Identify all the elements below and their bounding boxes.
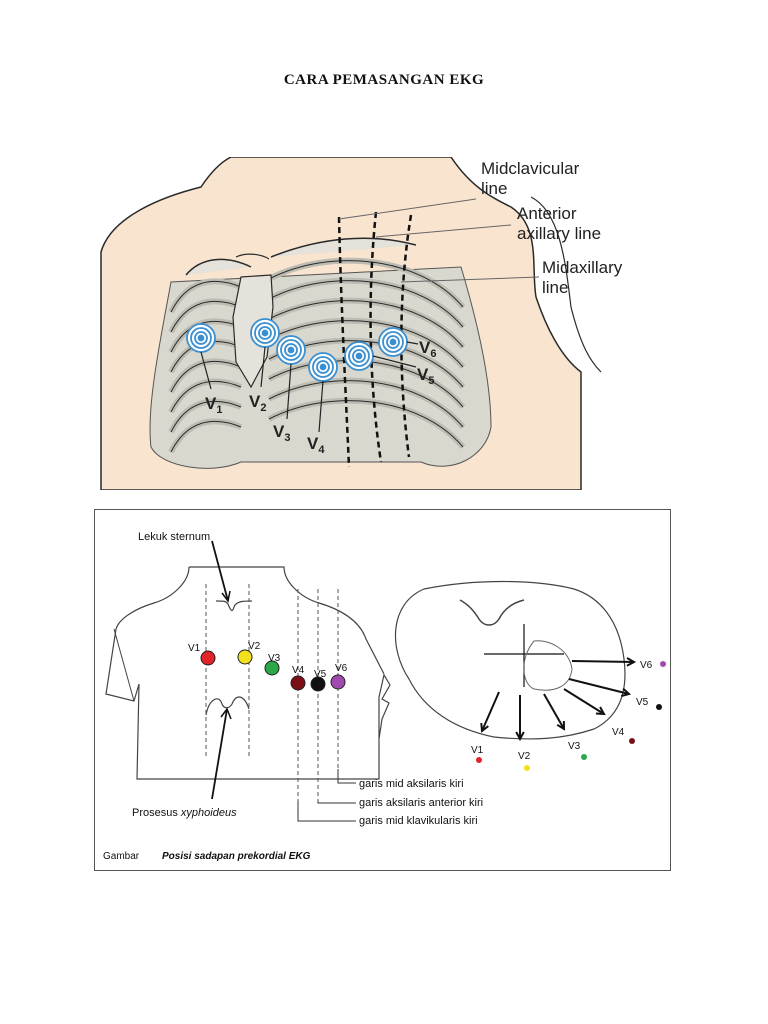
lead-position-figure: V1 V2 V3 V4 V5 V6 V1 V2 V3 V4 V5 V6 Leku…	[94, 509, 671, 871]
rib-left-outline	[170, 400, 242, 433]
xs-lead-label-v4: V4	[612, 727, 625, 738]
radial-arrowhead	[621, 687, 632, 697]
torso-lead-label-v2: V2	[248, 641, 261, 652]
clavicle-left	[185, 258, 252, 276]
lead-label-v4: V4	[307, 434, 325, 456]
xiphoid-label: Prosesus xyphoideus	[132, 807, 237, 819]
electrode-pointer	[200, 351, 212, 390]
rib-right-outline	[268, 300, 464, 348]
lead-label-v3: V3	[273, 422, 290, 444]
torso-lead-label-v1: V1	[188, 643, 201, 654]
radial-arrowhead	[556, 720, 566, 731]
anterior-axillary-label-2: axillary line	[517, 224, 601, 243]
lead-label-v6: V6	[419, 338, 436, 360]
page-title: CARA PEMASANGAN EKG	[283, 72, 485, 88]
lead-label-v1: V1	[205, 394, 222, 416]
midclavicular-label-1: Midclavicular	[481, 159, 580, 178]
radial-arrow-v4	[563, 688, 605, 715]
xs-lead-dot-v1	[476, 757, 482, 763]
rib-right-outline	[268, 360, 464, 408]
xs-lead-dot-v2	[524, 765, 530, 771]
radial-arrow-v5	[568, 678, 630, 695]
electrode-v5	[344, 341, 374, 371]
midclavicular-line-dashed	[337, 216, 351, 468]
midaxillary-label-2: line	[542, 278, 568, 297]
torso-lead-dot-v5	[310, 676, 326, 692]
electrode-v6	[378, 327, 408, 357]
rib-left-outline	[170, 300, 242, 333]
rib-right-outline	[268, 280, 464, 328]
radial-arrow-v3	[543, 693, 565, 730]
chest-anatomy-figure: Midclavicular line Anterior axillary lin…	[91, 157, 671, 490]
radial-arrow-v6	[571, 660, 635, 663]
torso-lead-dot-v1	[200, 650, 216, 666]
electrode-pointer	[260, 346, 266, 388]
electrode-v2	[250, 318, 280, 348]
clavicle-right	[270, 237, 417, 258]
xs-lead-dot-v5	[656, 704, 662, 710]
heart-outline	[523, 640, 573, 691]
figure-caption: Posisi sadapan prekordial EKG	[162, 851, 311, 862]
radial-arrowhead	[626, 657, 637, 667]
electrode-pointer	[318, 380, 324, 433]
anterior-axillary-line-dashed	[369, 211, 383, 463]
mid-axillary-line-label: garis mid aksilaris kiri	[359, 778, 464, 790]
radial-arrow-v1	[481, 691, 500, 732]
midclavicular-line-label: garis mid klavikularis kiri	[359, 815, 478, 827]
electrode-pointer	[372, 355, 417, 368]
midaxillary-label-1: Midaxillary	[542, 258, 623, 277]
electrode-pointer	[286, 363, 292, 420]
torso-lead-label-v6: V6	[335, 663, 348, 674]
torso-lead-label-v3: V3	[268, 653, 281, 664]
radial-arrowhead	[595, 706, 606, 716]
xs-lead-dot-v4	[629, 738, 635, 744]
rib-right-outline	[268, 320, 464, 368]
anterior-axillary-label-1: Anterior	[517, 204, 577, 223]
lead-label-v5: V5	[417, 365, 434, 387]
chest-cross-section	[394, 580, 626, 740]
anterior-axillary-line-label: garis aksilaris anterior kiri	[359, 797, 483, 809]
xs-lead-label-v6: V6	[640, 660, 653, 671]
radial-arrowhead	[480, 722, 489, 733]
xs-lead-label-v3: V3	[568, 741, 581, 752]
radial-arrowhead	[515, 731, 525, 742]
electrode-v4	[308, 352, 338, 382]
torso-lead-dot-v3	[264, 660, 280, 676]
torso-lead-dot-v2	[237, 649, 253, 665]
torso-lead-dot-v4	[290, 675, 306, 691]
xs-lead-label-v5: V5	[636, 697, 649, 708]
torso-outline	[105, 566, 391, 780]
xs-lead-label-v1: V1	[471, 745, 484, 756]
torso-lead-label-v5: V5	[314, 669, 327, 680]
lead-label-v2: V2	[249, 392, 266, 414]
electrodes	[186, 318, 408, 382]
rib-left-outline	[170, 280, 242, 313]
rib-left-outline	[170, 380, 242, 413]
xs-lead-dot-v6	[660, 661, 666, 667]
sternum-notch-label: Lekuk sternum	[138, 531, 210, 543]
xs-lead-label-v2: V2	[518, 751, 531, 762]
electrode-pointer	[406, 341, 419, 345]
rib-left-outline	[170, 360, 242, 393]
torso-lead-dot-v6	[330, 674, 346, 690]
torso-lead-label-v4: V4	[292, 665, 305, 676]
electrode-v3	[276, 335, 306, 365]
rib-left-outline	[170, 420, 242, 453]
xs-lead-dot-v3	[581, 754, 587, 760]
midclavicular-label-2: line	[481, 179, 507, 198]
rib-right-outline	[268, 260, 464, 308]
caption-prefix: Gambar	[103, 851, 140, 862]
electrode-v1	[186, 323, 216, 353]
